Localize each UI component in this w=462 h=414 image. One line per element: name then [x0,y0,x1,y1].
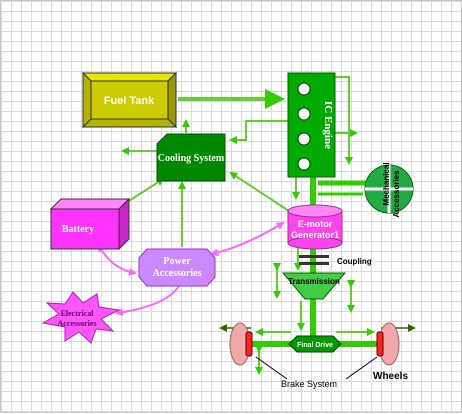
arrow-emotor-to-cooling [229,171,290,212]
power-accessories-node[interactable]: Power Accessories [138,248,216,287]
mechanical-connectors [120,76,416,375]
battery-node[interactable]: Battery [49,197,131,251]
arrow-engine-to-cooling [229,120,288,144]
electrical-connectors [97,221,285,317]
right-brake [376,331,384,357]
brake-leader-right [345,356,378,380]
cylinder-3 [297,132,311,146]
cylinder-4 [297,157,311,171]
power-accessories-label-2: Accessories [153,268,202,279]
battery-label: Battery [62,224,94,235]
cooling-system-label: Cooling System [158,153,225,164]
emotor-generator-node[interactable]: E-motor Generator1 [287,204,343,250]
arrow-power-to-emotor [210,221,285,257]
arrow-battery-to-power [97,243,137,276]
mechanical-accessories-node[interactable]: Mechanical Accessories [364,162,414,218]
ic-engine-label: IC Engine [322,101,334,149]
arrow-power-to-electrical [115,285,180,317]
final-drive-label: Final Drive [297,342,333,349]
power-accessories-label-1: Power [163,256,191,267]
final-drive-node[interactable]: Final Drive [288,335,342,353]
cylinder-1 [297,82,311,96]
transmission-node[interactable]: Transmission [281,272,347,300]
brake-leader-left [255,356,288,380]
brake-system-label: Brake System [281,379,337,389]
left-wheel[interactable] [229,322,253,366]
coupling-label: Coupling [337,257,372,266]
emotor-label-1: E-motor [298,219,333,229]
cylinder-2 [297,107,311,121]
mechanical-accessories-label-2: Accessories [392,170,401,218]
left-brake [245,331,253,357]
electrical-accessories-label-2: Accessories [57,319,96,328]
transmission-label: Transmission [288,277,340,286]
arrow-engine-right-loop [335,76,353,165]
fuel-tank-node[interactable]: Fuel Tank [81,71,178,129]
coupling-node[interactable]: Coupling [299,255,372,266]
electrical-accessories-node[interactable]: Electrical Accessories [41,291,121,344]
right-wheel[interactable] [376,322,400,366]
mechanical-accessories-label-1: Mechanical [382,162,391,205]
electrical-accessories-label-1: Electrical [61,309,95,318]
wheels-label: Wheels [373,371,408,382]
fuel-tank-label: Fuel Tank [104,95,155,107]
cooling-system-node[interactable]: Cooling System [156,133,226,182]
emotor-label-2: Generator1 [291,230,339,240]
ic-engine-node[interactable]: IC Engine [287,72,336,178]
